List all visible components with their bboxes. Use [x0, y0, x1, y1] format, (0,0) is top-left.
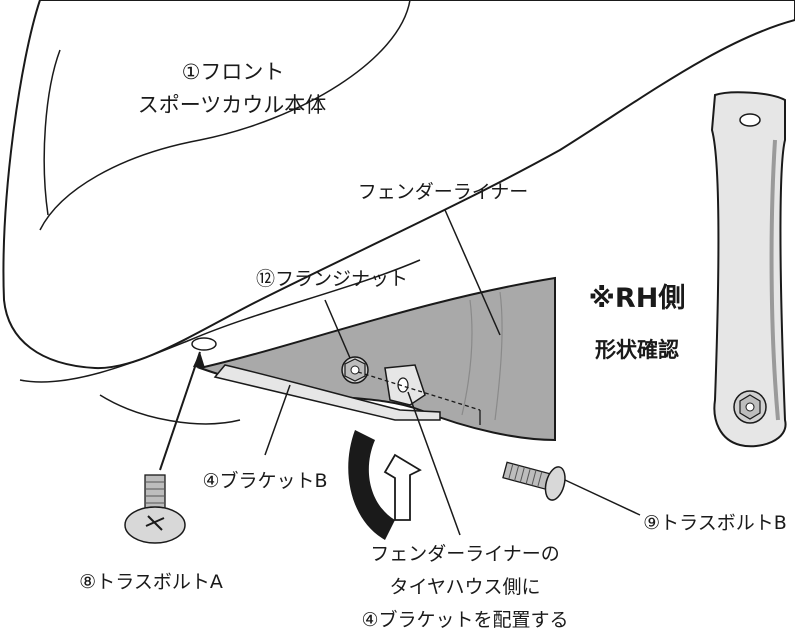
assembly-dashed-line [357, 371, 481, 411]
label-bracket-b: ④ブラケットB [202, 470, 328, 492]
cowl-lower-lip [99, 394, 241, 425]
front-cowl-body [2, 0, 795, 370]
rotate-arrow-band [348, 430, 395, 540]
leader-bolt-a-arrowhead [193, 352, 205, 368]
leader-note [407, 391, 461, 536]
label-flange-nut: ⑫フランジナット [255, 268, 409, 290]
label-truss-bolt-a: ⑧トラスボルトA [79, 571, 223, 593]
label-shape-check: 形状確認 [595, 338, 679, 362]
leader-bracket-b [264, 384, 291, 456]
truss-bolt-a [124, 474, 186, 544]
label-front-cowl-line2: スポーツカウル本体 [137, 93, 327, 117]
fender-liner-rib [461, 299, 473, 416]
leader-bolt-a-to-hole [159, 351, 201, 471]
label-note-line3: ④ブラケットを配置する [361, 609, 569, 631]
label-front-cowl-line1: ①フロント [181, 60, 285, 84]
truss-bolt-b [502, 461, 566, 501]
bracket-b-shape [213, 364, 441, 421]
label-truss-bolt-b: ⑨トラスボルトB [643, 512, 787, 534]
label-note-line1: フェンダーライナーの [370, 543, 560, 565]
leader-truss-bolt-b [564, 479, 641, 516]
flange-nut-hole [350, 365, 360, 375]
cowl-inner-curve [43, 49, 61, 216]
leader-flange-nut [324, 299, 351, 359]
rotate-arrow-head [383, 453, 422, 521]
fender-liner-rib-2 [494, 291, 503, 421]
label-fender-liner: フェンダーライナー [357, 181, 529, 203]
leader-fender-liner [444, 209, 501, 336]
cowl-hole [191, 337, 217, 351]
label-note-line2: タイヤハウス側に [389, 576, 541, 598]
cowl-rim [19, 259, 421, 383]
cowl-inner-curve-2 [39, 0, 411, 231]
label-rh-side: ※RH側 [588, 283, 686, 314]
rh-bracket [710, 91, 787, 448]
